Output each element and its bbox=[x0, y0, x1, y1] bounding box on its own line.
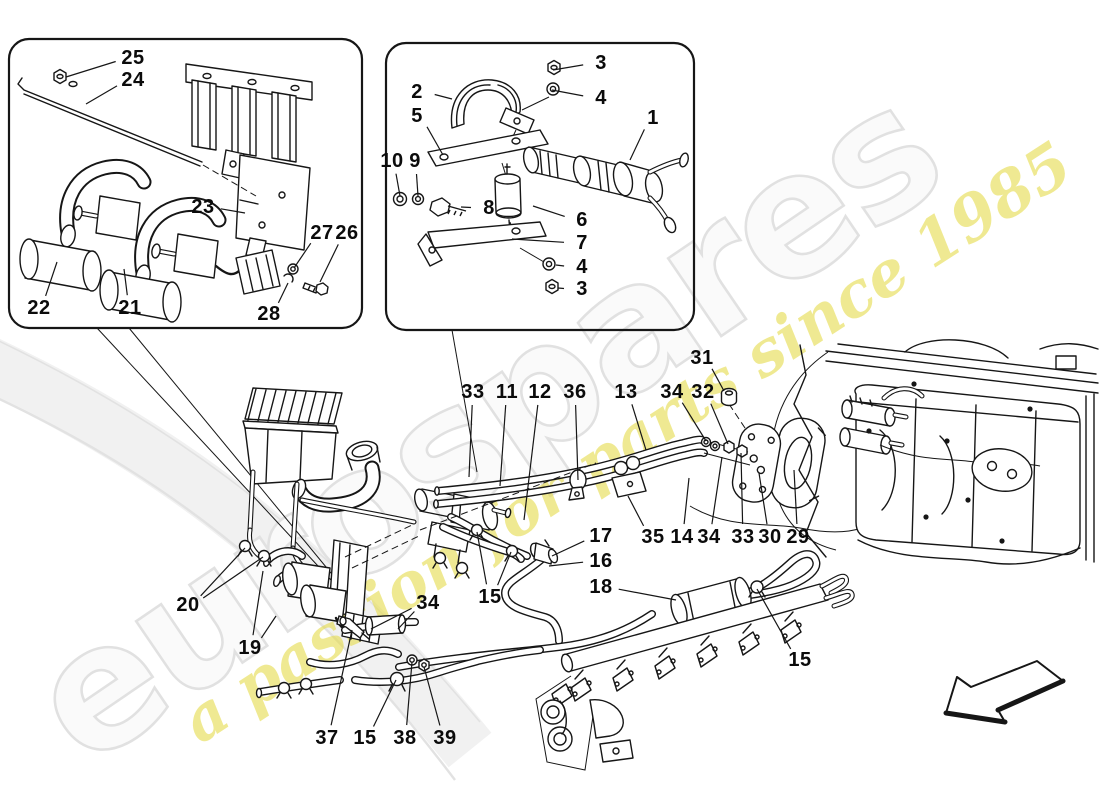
part-callout-16[interactable]: 16 bbox=[589, 550, 613, 572]
part-callout-32[interactable]: 32 bbox=[691, 381, 715, 403]
part-callout-3[interactable]: 3 bbox=[595, 52, 607, 74]
part-callout-2[interactable]: 2 bbox=[411, 81, 423, 103]
connector-lines bbox=[96, 327, 478, 608]
part-callout-4[interactable]: 4 bbox=[576, 256, 588, 278]
part-callout-1[interactable]: 1 bbox=[647, 107, 659, 129]
part-callout-9[interactable]: 9 bbox=[409, 150, 421, 172]
part-callout-28[interactable]: 28 bbox=[257, 303, 281, 325]
part-callout-20[interactable]: 20 bbox=[176, 594, 200, 616]
throttle-body bbox=[535, 675, 634, 771]
part-callout-12[interactable]: 12 bbox=[528, 381, 552, 403]
part-callout-24[interactable]: 24 bbox=[121, 69, 145, 91]
part-callout-11[interactable]: 11 bbox=[495, 381, 519, 403]
part-callout-38[interactable]: 38 bbox=[393, 727, 417, 749]
part-callout-36[interactable]: 36 bbox=[563, 381, 587, 403]
part-callout-30[interactable]: 30 bbox=[758, 526, 782, 548]
valve-bracket-detail bbox=[185, 63, 313, 259]
leader-lines bbox=[45, 60, 798, 727]
hose-clamps bbox=[237, 523, 766, 699]
part-callout-37[interactable]: 37 bbox=[315, 727, 339, 749]
part-callout-15[interactable]: 15 bbox=[788, 649, 812, 671]
part-callout-23[interactable]: 23 bbox=[191, 196, 215, 218]
part-callout-10[interactable]: 10 bbox=[380, 150, 404, 172]
part-callout-21[interactable]: 21 bbox=[118, 297, 142, 319]
solenoid-valves-detail bbox=[19, 158, 281, 323]
part-callout-27[interactable]: 27 bbox=[310, 222, 334, 244]
valve-assembly bbox=[262, 539, 383, 645]
part-callout-3[interactable]: 3 bbox=[576, 278, 588, 300]
part-callout-35[interactable]: 35 bbox=[641, 526, 665, 548]
part-callout-8[interactable]: 8 bbox=[483, 197, 495, 219]
part-callout-15[interactable]: 15 bbox=[353, 727, 377, 749]
part-callout-31[interactable]: 31 bbox=[690, 347, 714, 369]
lower-hose-group bbox=[255, 614, 544, 699]
rod-and-fasteners-detail bbox=[17, 68, 329, 296]
grommet-plates bbox=[689, 351, 863, 551]
heater-pipe-fittings bbox=[839, 386, 1041, 467]
part-callout-29[interactable]: 29 bbox=[786, 526, 810, 548]
part-callout-18[interactable]: 18 bbox=[589, 576, 613, 598]
part-callout-33[interactable]: 33 bbox=[461, 381, 485, 403]
part-callout-34[interactable]: 34 bbox=[660, 381, 684, 403]
part-callout-19[interactable]: 19 bbox=[238, 637, 262, 659]
pump-mount-detail bbox=[392, 59, 561, 295]
part-callout-6[interactable]: 6 bbox=[576, 209, 588, 231]
part-callout-39[interactable]: 39 bbox=[433, 727, 457, 749]
part-callout-13[interactable]: 13 bbox=[614, 381, 638, 403]
part-callout-5[interactable]: 5 bbox=[411, 105, 423, 127]
inset-box-2 bbox=[384, 41, 696, 332]
exhaust-manifold bbox=[551, 573, 855, 708]
part-callout-34[interactable]: 34 bbox=[416, 592, 440, 614]
part-callout-34[interactable]: 34 bbox=[697, 526, 721, 548]
heater-unit bbox=[793, 339, 1099, 565]
part-callout-22[interactable]: 22 bbox=[27, 297, 51, 319]
part-callout-14[interactable]: 14 bbox=[670, 526, 694, 548]
part-callout-25[interactable]: 25 bbox=[121, 47, 145, 69]
part-callout-33[interactable]: 33 bbox=[731, 526, 755, 548]
part-callout-15[interactable]: 15 bbox=[478, 586, 502, 608]
pipe-brackets bbox=[568, 455, 647, 501]
part-callout-4[interactable]: 4 bbox=[595, 87, 607, 109]
outlet-fitting-and-hose bbox=[500, 539, 563, 645]
aux-pump-detail bbox=[522, 146, 689, 234]
inset-box-1 bbox=[7, 37, 364, 330]
direction-arrow bbox=[943, 660, 1066, 725]
part-callout-26[interactable]: 26 bbox=[335, 222, 359, 244]
part-callout-7[interactable]: 7 bbox=[576, 232, 588, 254]
part-callout-17[interactable]: 17 bbox=[589, 525, 613, 547]
